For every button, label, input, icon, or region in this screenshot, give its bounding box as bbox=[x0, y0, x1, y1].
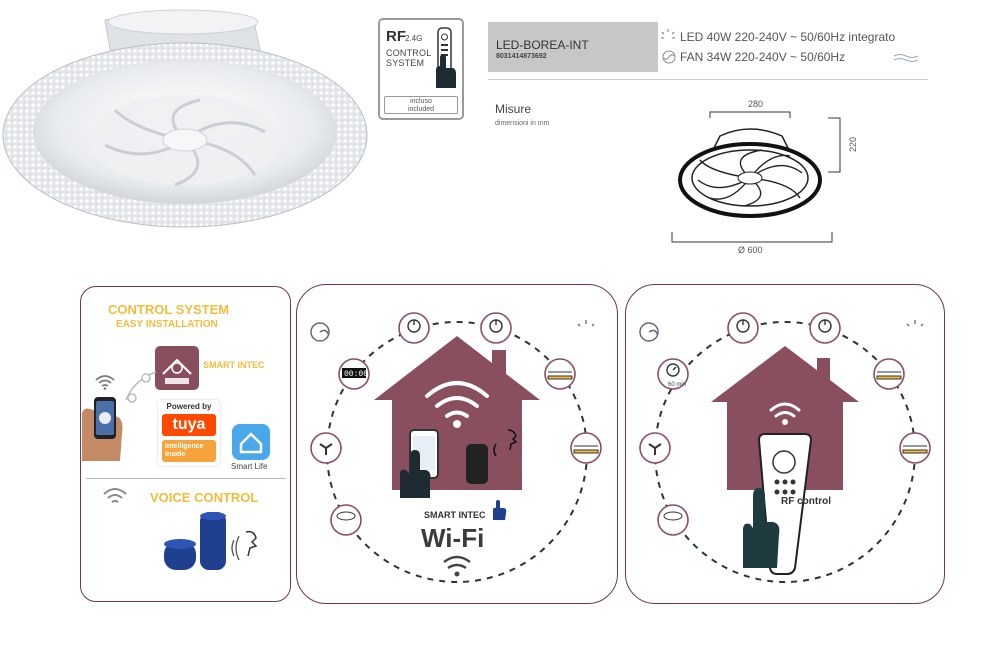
tuya-sub1: Intelligence bbox=[165, 443, 204, 450]
air-flow-icon bbox=[893, 54, 919, 62]
rf-system-line: SYSTEM bbox=[386, 58, 425, 68]
control-panel-divider bbox=[86, 478, 286, 479]
product-photo bbox=[2, 9, 368, 228]
included-label: incluso included bbox=[384, 96, 458, 114]
tuya-logo: tuya bbox=[162, 414, 216, 436]
dim-height: 220 bbox=[848, 137, 858, 152]
remote-hand-icon bbox=[436, 27, 456, 88]
phone-hand-icon bbox=[82, 397, 123, 461]
included-en: included bbox=[407, 106, 435, 113]
wifi-brand-label: SMART INTEC bbox=[424, 510, 486, 520]
rf-control-badge: RF 2.4G CONTROL SYSTEM incluso included bbox=[378, 18, 464, 120]
spec-led: LED 40W 220-240V ~ 50/60Hz integrato bbox=[680, 30, 896, 44]
spec-divider bbox=[488, 79, 928, 80]
tap-hand-icon bbox=[493, 500, 507, 520]
led-icon bbox=[661, 29, 675, 39]
tuya-sub2: Inside bbox=[165, 451, 186, 458]
easy-installation-subtitle: EASY INSTALLATION bbox=[116, 319, 218, 330]
dim-width: 280 bbox=[748, 99, 763, 109]
rf-timer-label: 60 min bbox=[668, 382, 687, 388]
wifi-icon-control bbox=[95, 375, 115, 390]
smart-intec-logo bbox=[155, 346, 199, 390]
control-system-title: CONTROL SYSTEM bbox=[108, 302, 230, 317]
dimensions-title: Misure bbox=[495, 102, 532, 116]
wifi-timer-display: 00:00 bbox=[344, 370, 368, 379]
rf-label: RF bbox=[386, 28, 406, 45]
tuya-card: Powered by tuya Intelligence Inside bbox=[158, 400, 220, 466]
dimension-drawing: 280 220 Ø 600 bbox=[671, 99, 858, 255]
wifi-label: Wi-Fi bbox=[421, 523, 485, 553]
dim-diameter: Ø 600 bbox=[738, 245, 763, 255]
smart-intec-label: SMART INTEC bbox=[203, 360, 265, 370]
connection-lines bbox=[125, 371, 157, 403]
voice-control-title: VOICE CONTROL bbox=[150, 490, 259, 505]
smart-speakers-icon bbox=[164, 512, 258, 570]
wifi-diagram: 00:00 bbox=[310, 312, 602, 583]
wifi-icon-voice bbox=[103, 488, 127, 503]
model-box: LED-BOREA-INT 8031414873692 bbox=[488, 22, 658, 72]
model-ean: 8031414873692 bbox=[496, 53, 547, 60]
rf-control-label: RF control bbox=[781, 496, 831, 507]
included-it: incluso bbox=[410, 98, 432, 105]
smart-life-label: Smart Life bbox=[231, 462, 268, 471]
smart-life-icon bbox=[232, 424, 270, 460]
rf-control-line: CONTROL bbox=[386, 48, 432, 58]
model-name: LED-BOREA-INT bbox=[496, 38, 589, 52]
powered-by-label: Powered by bbox=[166, 402, 212, 411]
dimensions-subtitle: dimensioni in mm bbox=[495, 120, 550, 127]
rf-frequency: 2.4G bbox=[405, 34, 423, 43]
rf-diagram bbox=[639, 312, 931, 583]
spec-fan: FAN 34W 220-240V ~ 50/60Hz bbox=[680, 50, 846, 64]
tuya-intelligence-badge: Intelligence Inside bbox=[162, 440, 216, 462]
fan-icon bbox=[662, 50, 676, 64]
